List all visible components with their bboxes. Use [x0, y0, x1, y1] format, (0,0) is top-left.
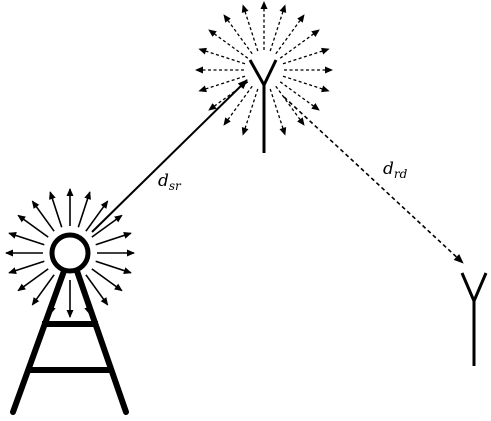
destination-antenna-arm-left — [460, 272, 476, 302]
dsr-subscript: sr — [169, 179, 182, 193]
radiation-ray — [91, 214, 123, 238]
drd-symbol: d — [383, 159, 394, 179]
radiation-ray — [95, 232, 132, 246]
source-tower-leg-right — [74, 268, 129, 415]
destination-antenna-icon — [460, 272, 488, 366]
radiation-ray — [269, 88, 287, 136]
relay-antenna-icon — [195, 1, 333, 153]
radiation-ray — [85, 274, 109, 306]
radiation-ray — [49, 191, 63, 228]
source-tower-icon — [5, 188, 135, 415]
radiation-ray — [223, 85, 253, 126]
radiation-ray — [17, 214, 49, 238]
source-tower-leg-left — [10, 268, 67, 415]
radiation-ray — [8, 232, 45, 246]
relay-destination-link — [283, 96, 464, 264]
radiation-ray — [269, 4, 287, 52]
radiation-ray — [241, 4, 259, 52]
relay-antenna-arm-left — [248, 59, 266, 86]
radiation-ray — [275, 14, 305, 55]
drd-subscript: rd — [394, 167, 408, 181]
source-relay-link — [91, 79, 248, 233]
radiation-ray — [275, 85, 305, 126]
radiation-ray — [223, 14, 253, 55]
radiation-ray — [8, 260, 45, 274]
radiation-ray — [282, 75, 330, 93]
source-relay-distance-label: dsr — [158, 171, 182, 193]
radiation-ray — [282, 47, 330, 65]
destination-antenna-arm-right — [472, 272, 488, 302]
relay-antenna-arm-right — [262, 59, 278, 86]
radiation-ray — [95, 260, 132, 274]
dsr-symbol: d — [158, 171, 169, 191]
radiation-ray — [77, 191, 91, 228]
radiation-ray — [17, 268, 49, 292]
relay-radiation-rays — [195, 1, 333, 136]
source-tower-dish — [49, 232, 91, 274]
radiation-ray — [241, 88, 259, 136]
radiation-ray — [85, 200, 109, 232]
radiation-ray — [91, 268, 123, 292]
radiation-ray — [198, 47, 246, 65]
radiation-ray — [198, 75, 246, 93]
relay-destination-distance-label: drd — [383, 159, 408, 181]
radiation-ray — [208, 29, 249, 59]
source-radiation-rays — [5, 188, 135, 318]
radiation-ray — [279, 29, 320, 59]
radiation-ray — [279, 81, 320, 111]
radiation-ray — [31, 274, 55, 306]
radiation-ray — [31, 200, 55, 232]
